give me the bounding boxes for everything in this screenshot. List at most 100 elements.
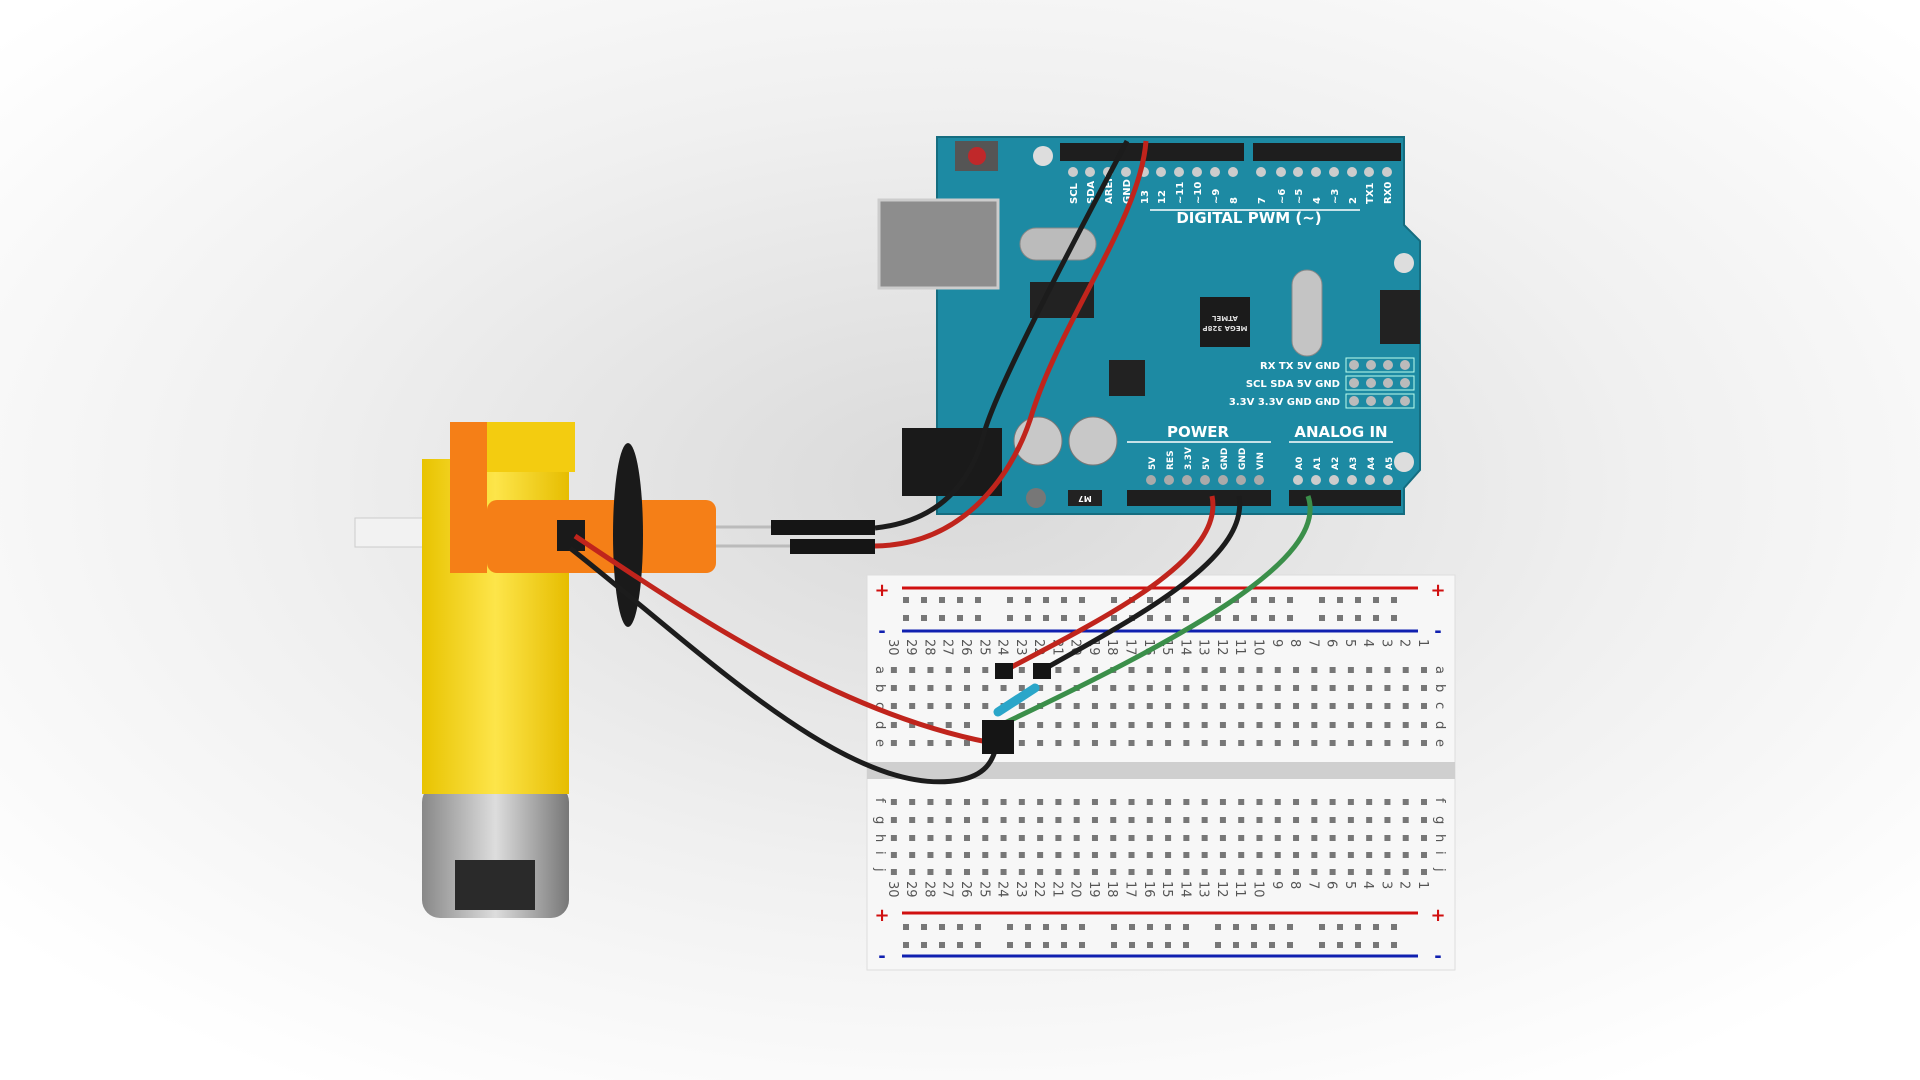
breadboard-hole[interactable]	[982, 817, 989, 823]
breadboard-hole[interactable]	[1165, 835, 1172, 841]
breadboard-hole[interactable]	[1256, 799, 1263, 805]
rail-hole[interactable]	[1025, 615, 1031, 621]
rail-hole[interactable]	[939, 615, 945, 621]
breadboard-hole[interactable]	[1421, 799, 1427, 805]
breadboard-hole[interactable]	[945, 667, 952, 673]
rail-hole[interactable]	[1215, 942, 1221, 948]
breadboard-hole[interactable]	[890, 703, 897, 709]
rail-hole[interactable]	[1337, 942, 1343, 948]
breadboard-hole[interactable]	[1018, 835, 1025, 841]
breadboard-hole[interactable]	[1183, 703, 1190, 709]
breadboard-hole[interactable]	[1018, 667, 1025, 673]
breadboard-hole[interactable]	[890, 685, 897, 691]
rail-hole[interactable]	[1061, 615, 1067, 621]
breadboard-hole[interactable]	[890, 667, 897, 673]
breadboard-hole[interactable]	[1366, 835, 1373, 841]
breadboard-hole[interactable]	[1274, 685, 1281, 691]
breadboard-hole[interactable]	[1055, 685, 1062, 691]
breadboard-hole[interactable]	[927, 869, 934, 875]
rail-hole[interactable]	[1287, 615, 1293, 621]
rail-hole[interactable]	[975, 597, 981, 603]
breadboard-hole[interactable]	[964, 722, 970, 728]
breadboard-hole[interactable]	[1128, 667, 1135, 673]
breadboard-hole[interactable]	[1256, 817, 1263, 823]
breadboard-hole[interactable]	[1329, 835, 1336, 841]
breadboard-hole[interactable]	[1183, 722, 1190, 728]
rail-hole[interactable]	[1147, 615, 1153, 621]
breadboard-hole[interactable]	[1055, 722, 1062, 728]
breadboard-hole[interactable]	[1091, 722, 1098, 728]
rail-hole[interactable]	[1007, 597, 1013, 603]
breadboard-hole[interactable]	[1128, 685, 1135, 691]
rail-hole[interactable]	[1391, 942, 1397, 948]
breadboard-hole[interactable]	[909, 722, 916, 728]
breadboard-hole[interactable]	[964, 685, 970, 691]
breadboard-hole[interactable]	[1165, 722, 1172, 728]
motor-black-wire[interactable]	[568, 546, 999, 785]
breadboard-hole[interactable]	[945, 703, 952, 709]
breadboard-hole[interactable]	[1402, 740, 1409, 746]
rail-hole[interactable]	[957, 615, 963, 621]
breadboard-hole[interactable]	[1347, 852, 1354, 858]
breadboard-hole[interactable]	[1146, 799, 1153, 805]
breadboard-hole[interactable]	[1256, 685, 1263, 691]
breadboard-hole[interactable]	[1256, 703, 1263, 709]
breadboard-hole[interactable]	[1183, 817, 1190, 823]
breadboard-hole[interactable]	[1091, 852, 1098, 858]
breadboard-hole[interactable]	[1165, 703, 1172, 709]
rail-hole[interactable]	[1183, 924, 1189, 930]
breadboard-hole[interactable]	[927, 667, 934, 673]
breadboard-hole[interactable]	[1128, 852, 1135, 858]
rail-hole[interactable]	[1319, 924, 1325, 930]
breadboard-hole[interactable]	[890, 869, 897, 875]
rail-hole[interactable]	[1061, 924, 1067, 930]
breadboard-hole[interactable]	[1073, 817, 1080, 823]
breadboard-hole[interactable]	[1256, 852, 1263, 858]
rail-hole[interactable]	[1373, 597, 1379, 603]
breadboard-hole[interactable]	[1128, 703, 1135, 709]
breadboard-hole[interactable]	[1055, 740, 1062, 746]
breadboard-hole[interactable]	[1219, 667, 1226, 673]
rail-hole[interactable]	[1111, 597, 1117, 603]
breadboard-hole[interactable]	[982, 799, 989, 805]
breadboard-hole[interactable]	[1183, 799, 1190, 805]
breadboard-hole[interactable]	[927, 703, 934, 709]
breadboard-hole[interactable]	[1293, 740, 1300, 746]
breadboard-hole[interactable]	[1037, 869, 1044, 875]
rail-hole[interactable]	[1043, 615, 1049, 621]
rail-hole[interactable]	[1373, 924, 1379, 930]
breadboard-hole[interactable]	[1073, 722, 1080, 728]
rail-hole[interactable]	[1355, 615, 1361, 621]
breadboard-hole[interactable]	[964, 799, 970, 805]
breadboard-hole[interactable]	[927, 835, 934, 841]
rail-hole[interactable]	[1025, 924, 1031, 930]
rail-hole[interactable]	[939, 942, 945, 948]
rail-hole[interactable]	[903, 924, 909, 930]
rail-hole[interactable]	[975, 615, 981, 621]
breadboard-hole[interactable]	[1402, 835, 1409, 841]
breadboard-hole[interactable]	[1366, 722, 1373, 728]
rail-hole[interactable]	[1183, 942, 1189, 948]
rail-hole[interactable]	[1233, 942, 1239, 948]
breadboard-hole[interactable]	[982, 835, 989, 841]
rail-hole[interactable]	[1373, 942, 1379, 948]
breadboard-hole[interactable]	[1073, 799, 1080, 805]
breadboard-hole[interactable]	[1055, 869, 1062, 875]
breadboard-hole[interactable]	[1110, 835, 1117, 841]
breadboard-hole[interactable]	[1238, 740, 1245, 746]
rail-hole[interactable]	[921, 942, 927, 948]
breadboard-hole[interactable]	[1421, 817, 1427, 823]
breadboard-hole[interactable]	[1366, 685, 1373, 691]
breadboard-hole[interactable]	[1238, 703, 1245, 709]
breadboard-hole[interactable]	[1073, 835, 1080, 841]
breadboard-hole[interactable]	[1146, 685, 1153, 691]
rail-hole[interactable]	[1215, 924, 1221, 930]
breadboard-hole[interactable]	[890, 817, 897, 823]
breadboard-hole[interactable]	[1037, 799, 1044, 805]
breadboard-hole[interactable]	[1201, 703, 1208, 709]
rail-hole[interactable]	[1061, 942, 1067, 948]
breadboard-hole[interactable]	[909, 869, 916, 875]
resistor[interactable]	[993, 683, 1040, 717]
breadboard-hole[interactable]	[909, 799, 916, 805]
breadboard-hole[interactable]	[1073, 667, 1080, 673]
